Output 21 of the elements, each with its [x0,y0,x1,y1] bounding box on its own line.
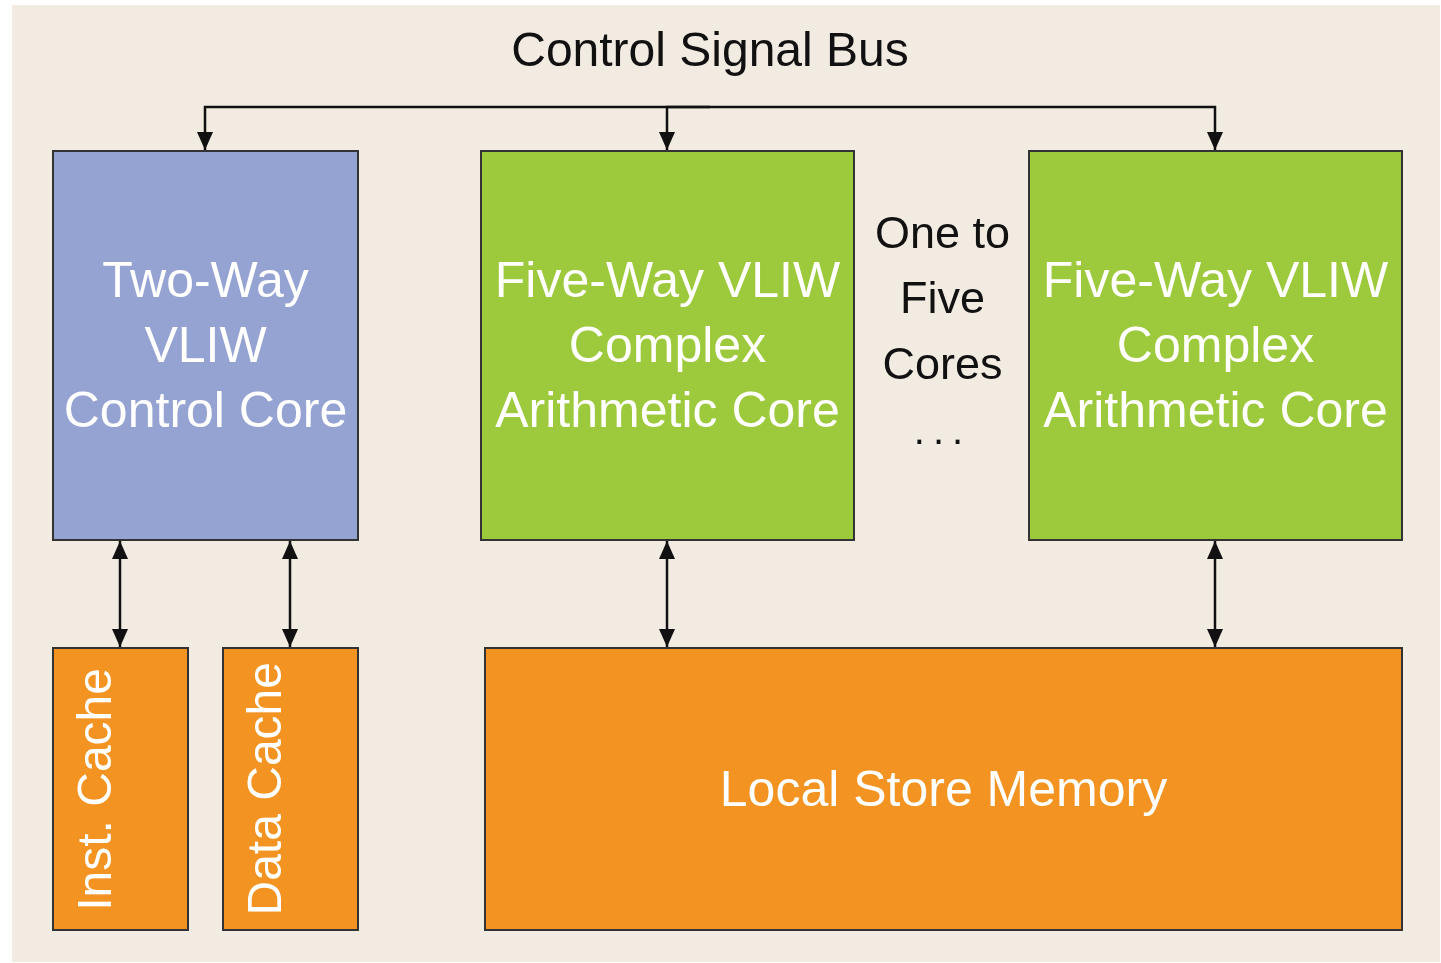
note-text: One to Five Cores [873,206,1012,391]
block-label: Five-Way VLIW Complex Arithmetic Core [1041,251,1390,440]
bus-label: Control Signal Bus [511,22,909,77]
block-label: Local Store Memory [719,759,1168,819]
arrow [710,105,1223,150]
ellipsis-text: ... [912,410,973,450]
arrow [282,541,298,647]
cache-block [52,647,189,931]
block-label: Five-Way VLIW Complex Arithmetic Core [493,251,842,440]
arrow [112,541,128,647]
arrow [659,105,710,150]
arrow [1207,541,1223,647]
core-block [480,150,855,541]
block-label: Data Cache [240,662,293,916]
arrow [659,541,675,647]
core-block [52,150,359,541]
block-label: Inst. Cache [70,667,123,911]
memory-block [484,647,1403,931]
cache-block [222,647,359,931]
core-block [1028,150,1403,541]
block-label: Two-Way VLIW Control Core [62,251,349,440]
